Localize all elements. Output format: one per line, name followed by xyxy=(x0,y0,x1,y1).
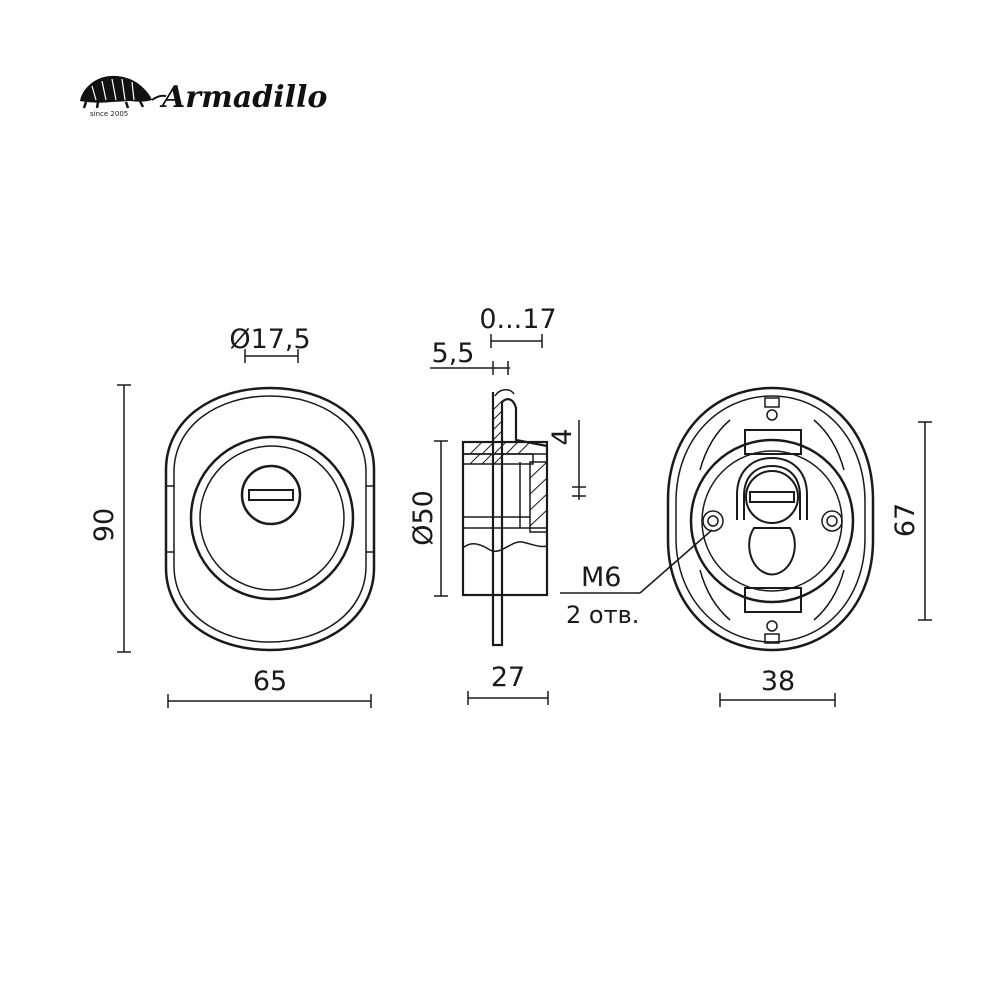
front-view: Ø17,5 90 65 xyxy=(89,324,376,708)
dim-back-height: 67 xyxy=(890,421,932,621)
brand-since: since 2005 xyxy=(90,110,128,118)
side-thickness-label: 4 xyxy=(547,428,578,445)
dim-back-width: 38 xyxy=(719,666,836,707)
dim-front-diameter: Ø17,5 xyxy=(229,324,311,363)
front-width-label: 65 xyxy=(253,666,287,697)
dim-side-diameter: Ø50 xyxy=(408,440,448,597)
back-plate-inner xyxy=(675,395,866,643)
dim-side-offset: 5,5 xyxy=(430,338,510,375)
back-disk xyxy=(745,470,799,524)
dim-side-depth: 27 xyxy=(467,662,549,705)
front-rosette-inner xyxy=(199,445,345,591)
back-view: M6 2 отв. 67 38 xyxy=(560,386,932,707)
front-plate-inner xyxy=(173,395,367,643)
front-plate-outer xyxy=(164,386,376,652)
back-cylinder-hole xyxy=(748,527,796,576)
front-disk xyxy=(240,464,302,526)
dim-side-range: 0...17 xyxy=(479,304,557,348)
back-bracket-top xyxy=(744,429,802,455)
dim-front-height: 90 xyxy=(89,384,131,653)
side-view: 0...17 5,5 4 Ø50 27 xyxy=(408,304,586,705)
side-depth-label: 27 xyxy=(491,662,525,693)
back-bracket-bottom xyxy=(744,587,802,613)
front-rosette-outer xyxy=(189,435,355,601)
armadillo-logo-icon xyxy=(80,75,167,109)
back-slots xyxy=(699,419,845,621)
dim-front-width: 65 xyxy=(167,666,372,708)
back-screw-label: M6 xyxy=(581,562,621,593)
back-holes-label: 2 отв. xyxy=(566,601,639,629)
brand-logo: Armadillo since 2005 xyxy=(80,75,327,118)
side-body xyxy=(461,440,549,597)
front-diameter-label: Ø17,5 xyxy=(229,324,310,355)
back-disk-slot xyxy=(749,491,795,503)
back-rosette-outer xyxy=(689,438,855,604)
front-height-label: 90 xyxy=(89,508,120,542)
front-disk-slot xyxy=(248,489,294,501)
back-screw-hole-right xyxy=(821,510,843,532)
side-range-label: 0...17 xyxy=(479,304,556,335)
side-offset-label: 5,5 xyxy=(432,338,475,369)
side-diameter-label: Ø50 xyxy=(408,490,439,546)
back-plate-outer xyxy=(666,386,875,652)
back-width-label: 38 xyxy=(761,666,795,697)
brand-name: Armadillo xyxy=(159,80,327,115)
dim-side-thickness: 4 xyxy=(547,420,586,500)
back-height-label: 67 xyxy=(890,503,921,537)
back-screw-hole-left xyxy=(702,510,724,532)
side-back-plate xyxy=(491,392,548,647)
